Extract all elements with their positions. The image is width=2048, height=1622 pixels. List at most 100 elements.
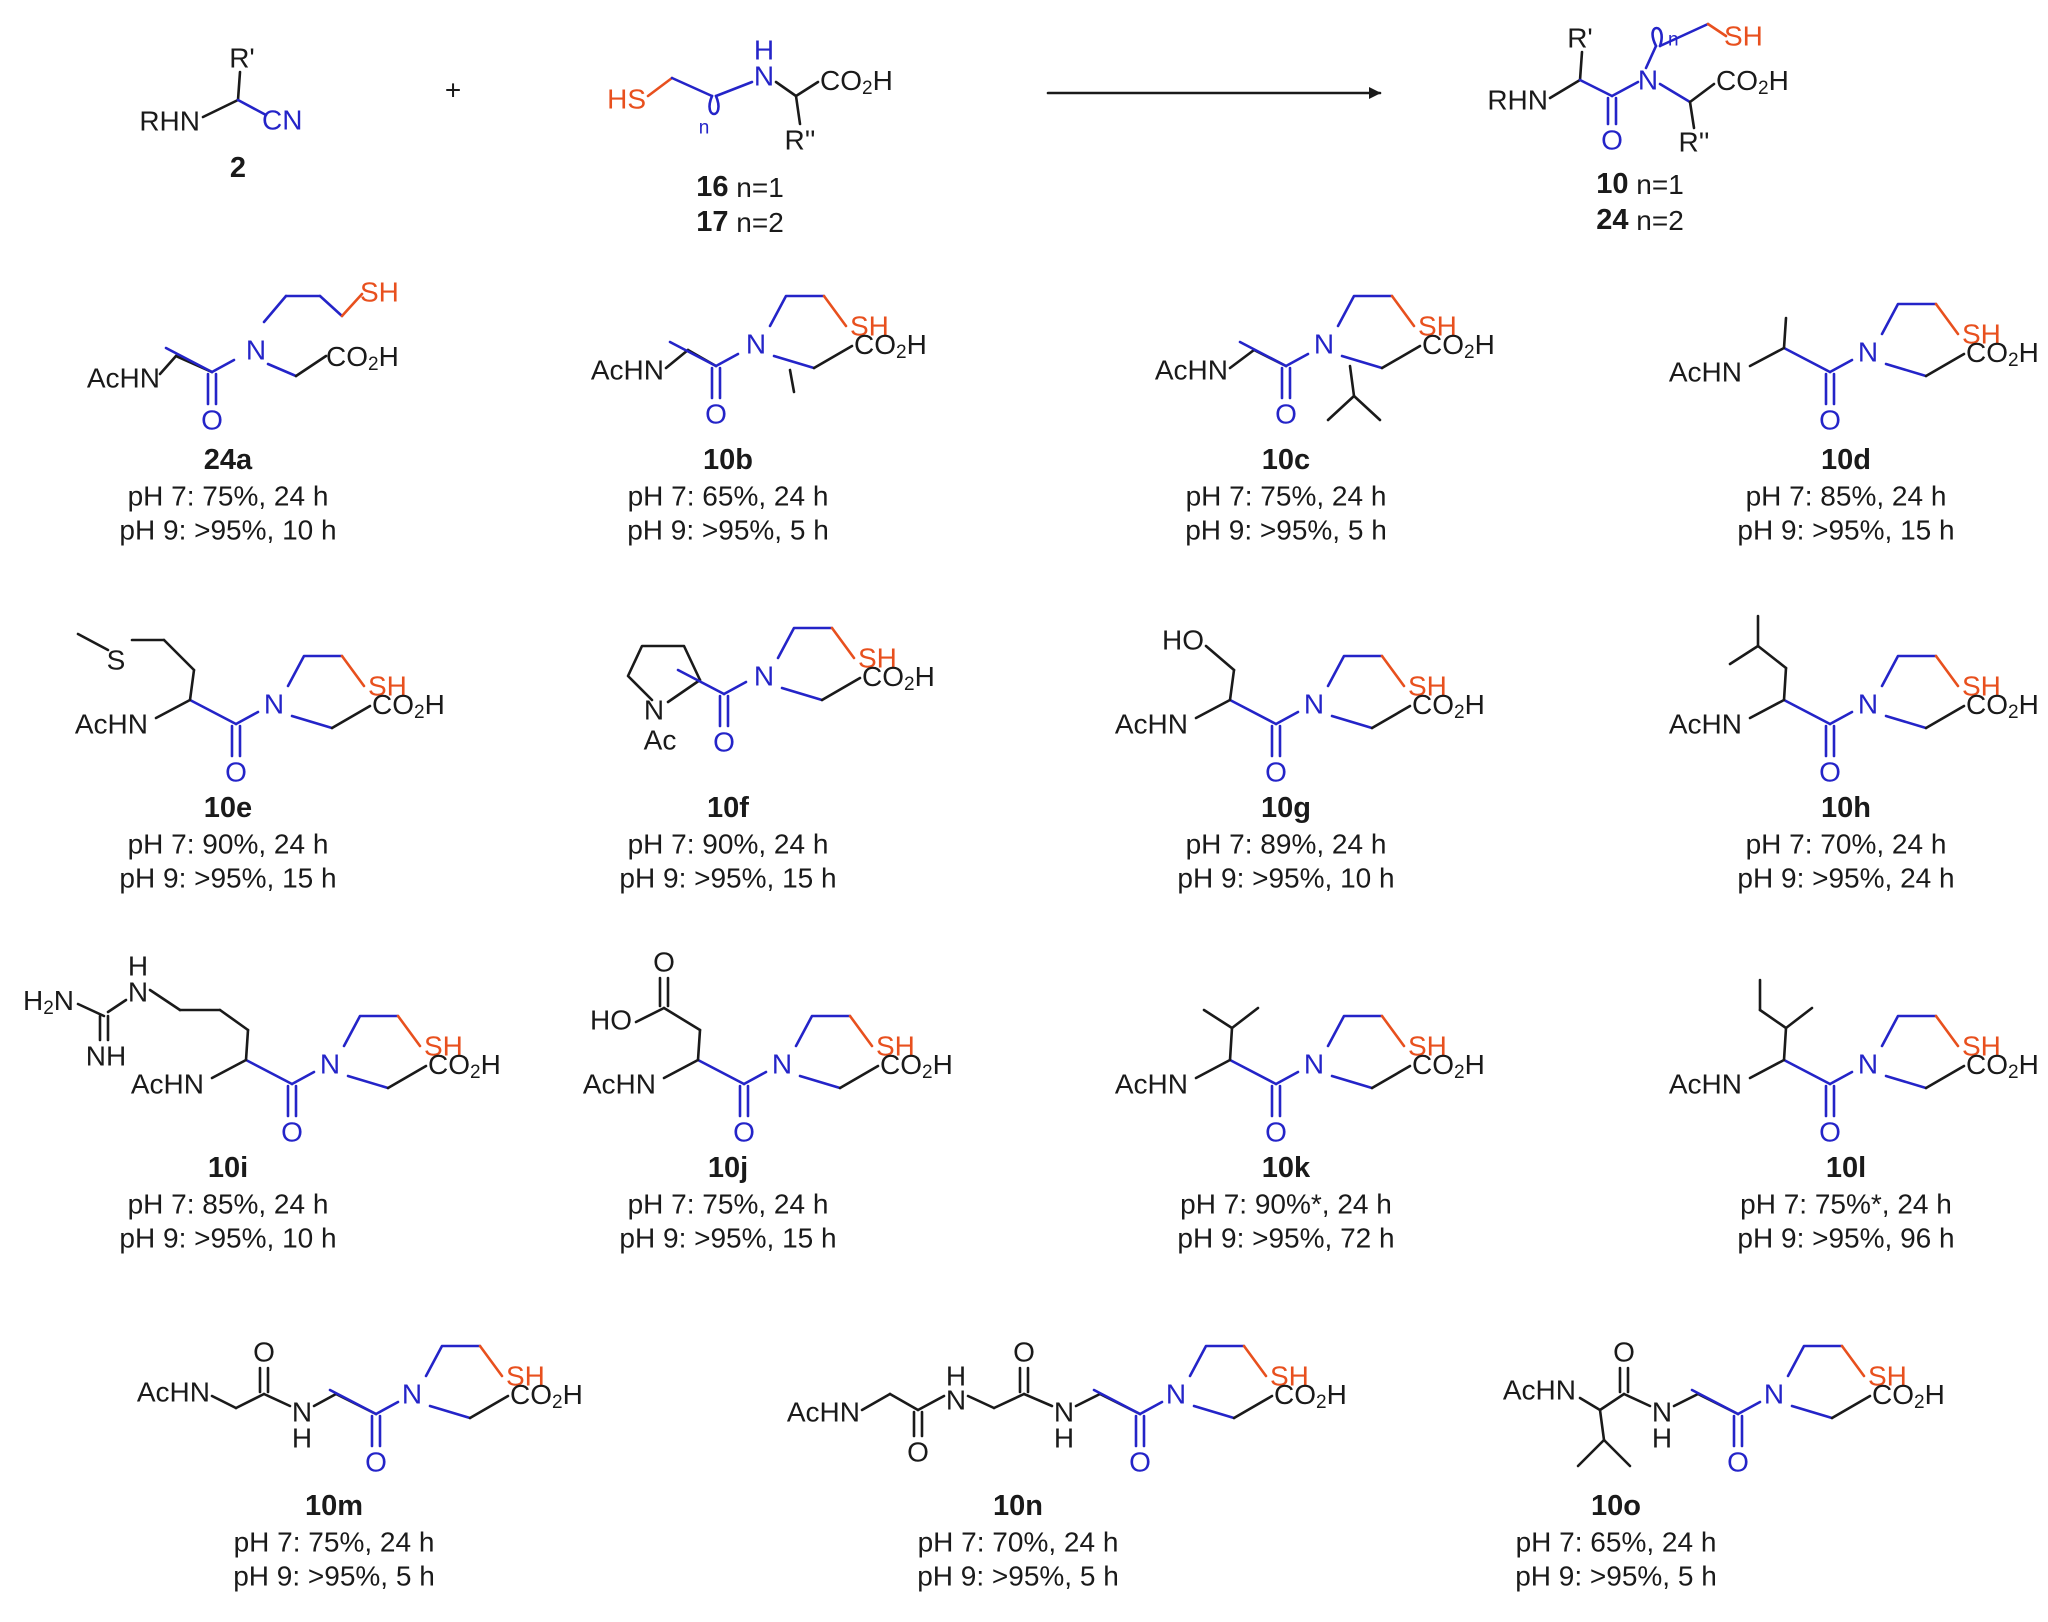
atom-co2h: CO2H (326, 341, 399, 375)
atom-h: H (128, 951, 148, 982)
condition-ph9: pH 9: >95%, 15 h (619, 863, 836, 894)
compound-10g: HO (1115, 625, 1485, 788)
atom-n: N (1652, 1397, 1672, 1428)
atom-achn: AcHN (87, 363, 160, 394)
compound-10o: AcHN O N H (1503, 1337, 1947, 1479)
label-2: 2 (230, 152, 246, 184)
compound-label: 10b (703, 444, 753, 476)
condition-ph7: pH 7: 75%, 24 h (128, 481, 329, 512)
condition-ph7: pH 7: 90%, 24 h (628, 829, 829, 860)
atom-co2h: CO2H (1716, 65, 1789, 99)
compound-10d (1669, 304, 2039, 436)
condition-ph9: pH 9: >95%, 5 h (627, 515, 829, 546)
atom-o-2: O (1013, 1337, 1035, 1368)
compound-label: 10o (1591, 1490, 1641, 1522)
condition-ph9: pH 9: >95%, 10 h (119, 515, 336, 546)
compound-label: 10l (1826, 1152, 1866, 1184)
condition-ph9: pH 9: >95%, 96 h (1737, 1223, 1954, 1254)
atom-s: S (107, 645, 126, 676)
compound-label: 10j (708, 1152, 748, 1184)
label-16: 16 n=1 (696, 171, 784, 203)
label-10: 10 n=1 (1596, 168, 1684, 200)
atom-n-sub: n (699, 118, 710, 139)
atom-r-double-prime: R'' (1679, 127, 1710, 158)
atom-o: O (653, 947, 675, 978)
atom-sh: SH (360, 277, 399, 308)
compound-10l (1669, 978, 2039, 1148)
compound-10k (1115, 1006, 1485, 1148)
atom-o: O (1601, 125, 1623, 156)
compound-label: 10g (1261, 792, 1311, 824)
atom-o: O (907, 1437, 929, 1468)
atom-ho: HO (590, 1005, 632, 1036)
condition-ph7: pH 7: 75%*, 24 h (1740, 1189, 1952, 1220)
condition-ph9: pH 9: >95%, 24 h (1737, 863, 1954, 894)
atom-nh: NH (86, 1041, 126, 1072)
atom-achn: AcHN (137, 1377, 210, 1408)
condition-ph7: pH 7: 85%, 24 h (1746, 481, 1947, 512)
condition-ph7: pH 7: 75%, 24 h (234, 1527, 435, 1558)
condition-ph7: pH 7: 75%, 24 h (628, 1189, 829, 1220)
compound-10j: O HO (583, 947, 953, 1148)
atom-n: N (246, 335, 266, 366)
atom-achn: AcHN (1503, 1375, 1576, 1406)
compound-10i: H N H2N NH (23, 951, 501, 1148)
label-24: 24 n=2 (1596, 204, 1684, 236)
atom-n: N (946, 1385, 966, 1416)
condition-ph7: pH 7: 65%, 24 h (628, 481, 829, 512)
atom-hs: HS (607, 84, 646, 115)
condition-ph9: pH 9: >95%, 10 h (119, 1223, 336, 1254)
condition-ph9: pH 9: >95%, 72 h (1177, 1223, 1394, 1254)
condition-ph7: pH 7: 89%, 24 h (1186, 829, 1387, 860)
compound-10m: AcHN O N H (137, 1337, 585, 1479)
compound-10b: AcHN (591, 294, 929, 431)
atom-cn: CN (262, 105, 302, 136)
compound-label: 10c (1262, 444, 1310, 476)
atom-h: H (1652, 1423, 1672, 1454)
condition-ph7: pH 7: 65%, 24 h (1516, 1527, 1717, 1558)
compound-10n: AcHN O H N O N H (787, 1337, 1349, 1479)
compound-label: 10f (707, 792, 749, 824)
compound-label: 24a (204, 444, 253, 476)
compound-10e: S (75, 632, 445, 788)
atom-n-2: N (1054, 1397, 1074, 1428)
condition-ph7: pH 7: 85%, 24 h (128, 1189, 329, 1220)
reactant-nitrile: R' RHN CN 2 (139, 43, 302, 185)
compound-10f: N Ac (626, 626, 937, 759)
atom-n: N (1638, 65, 1658, 96)
atom-r-double-prime: R'' (785, 125, 816, 156)
compound-caption-24a: 24a pH 7: 75%, 24 hpH 9: >95%, 10 h (119, 444, 336, 546)
product-general: R' RHN O N n SH CO2H R'' 10 n=1 24 n=2 (1487, 21, 1788, 237)
atom-n: N (292, 1397, 312, 1428)
compound-label: 10d (1821, 444, 1871, 476)
atom-ho: HO (1162, 625, 1204, 656)
condition-ph9: pH 9: >95%, 5 h (917, 1561, 1119, 1592)
compound-label: 10h (1821, 792, 1871, 824)
atom-o: O (1613, 1337, 1635, 1368)
atom-n: N (128, 977, 148, 1008)
compound-10h (1669, 614, 2039, 788)
compound-caption-10b: 10b pH 7: 65%, 24 hpH 9: >95%, 5 h (627, 444, 829, 546)
atom-rhn: RHN (1487, 85, 1548, 116)
condition-ph9: pH 9: >95%, 5 h (233, 1561, 435, 1592)
condition-ph7: pH 7: 90%, 24 h (128, 829, 329, 860)
condition-ph7: pH 7: 90%*, 24 h (1180, 1189, 1392, 1220)
atom-nh-n: N (754, 61, 774, 92)
condition-ph9: pH 9: >95%, 10 h (1177, 863, 1394, 894)
plus-sign: + (445, 75, 461, 106)
condition-ph7: pH 7: 70%, 24 h (918, 1527, 1119, 1558)
atom-h2n: H2N (23, 985, 74, 1019)
atom-r-prime: R' (1567, 23, 1593, 54)
atom-sh: SH (1724, 21, 1763, 52)
atom-nh-h: H (754, 35, 774, 66)
compound-10c: AcHN (1155, 294, 1497, 431)
